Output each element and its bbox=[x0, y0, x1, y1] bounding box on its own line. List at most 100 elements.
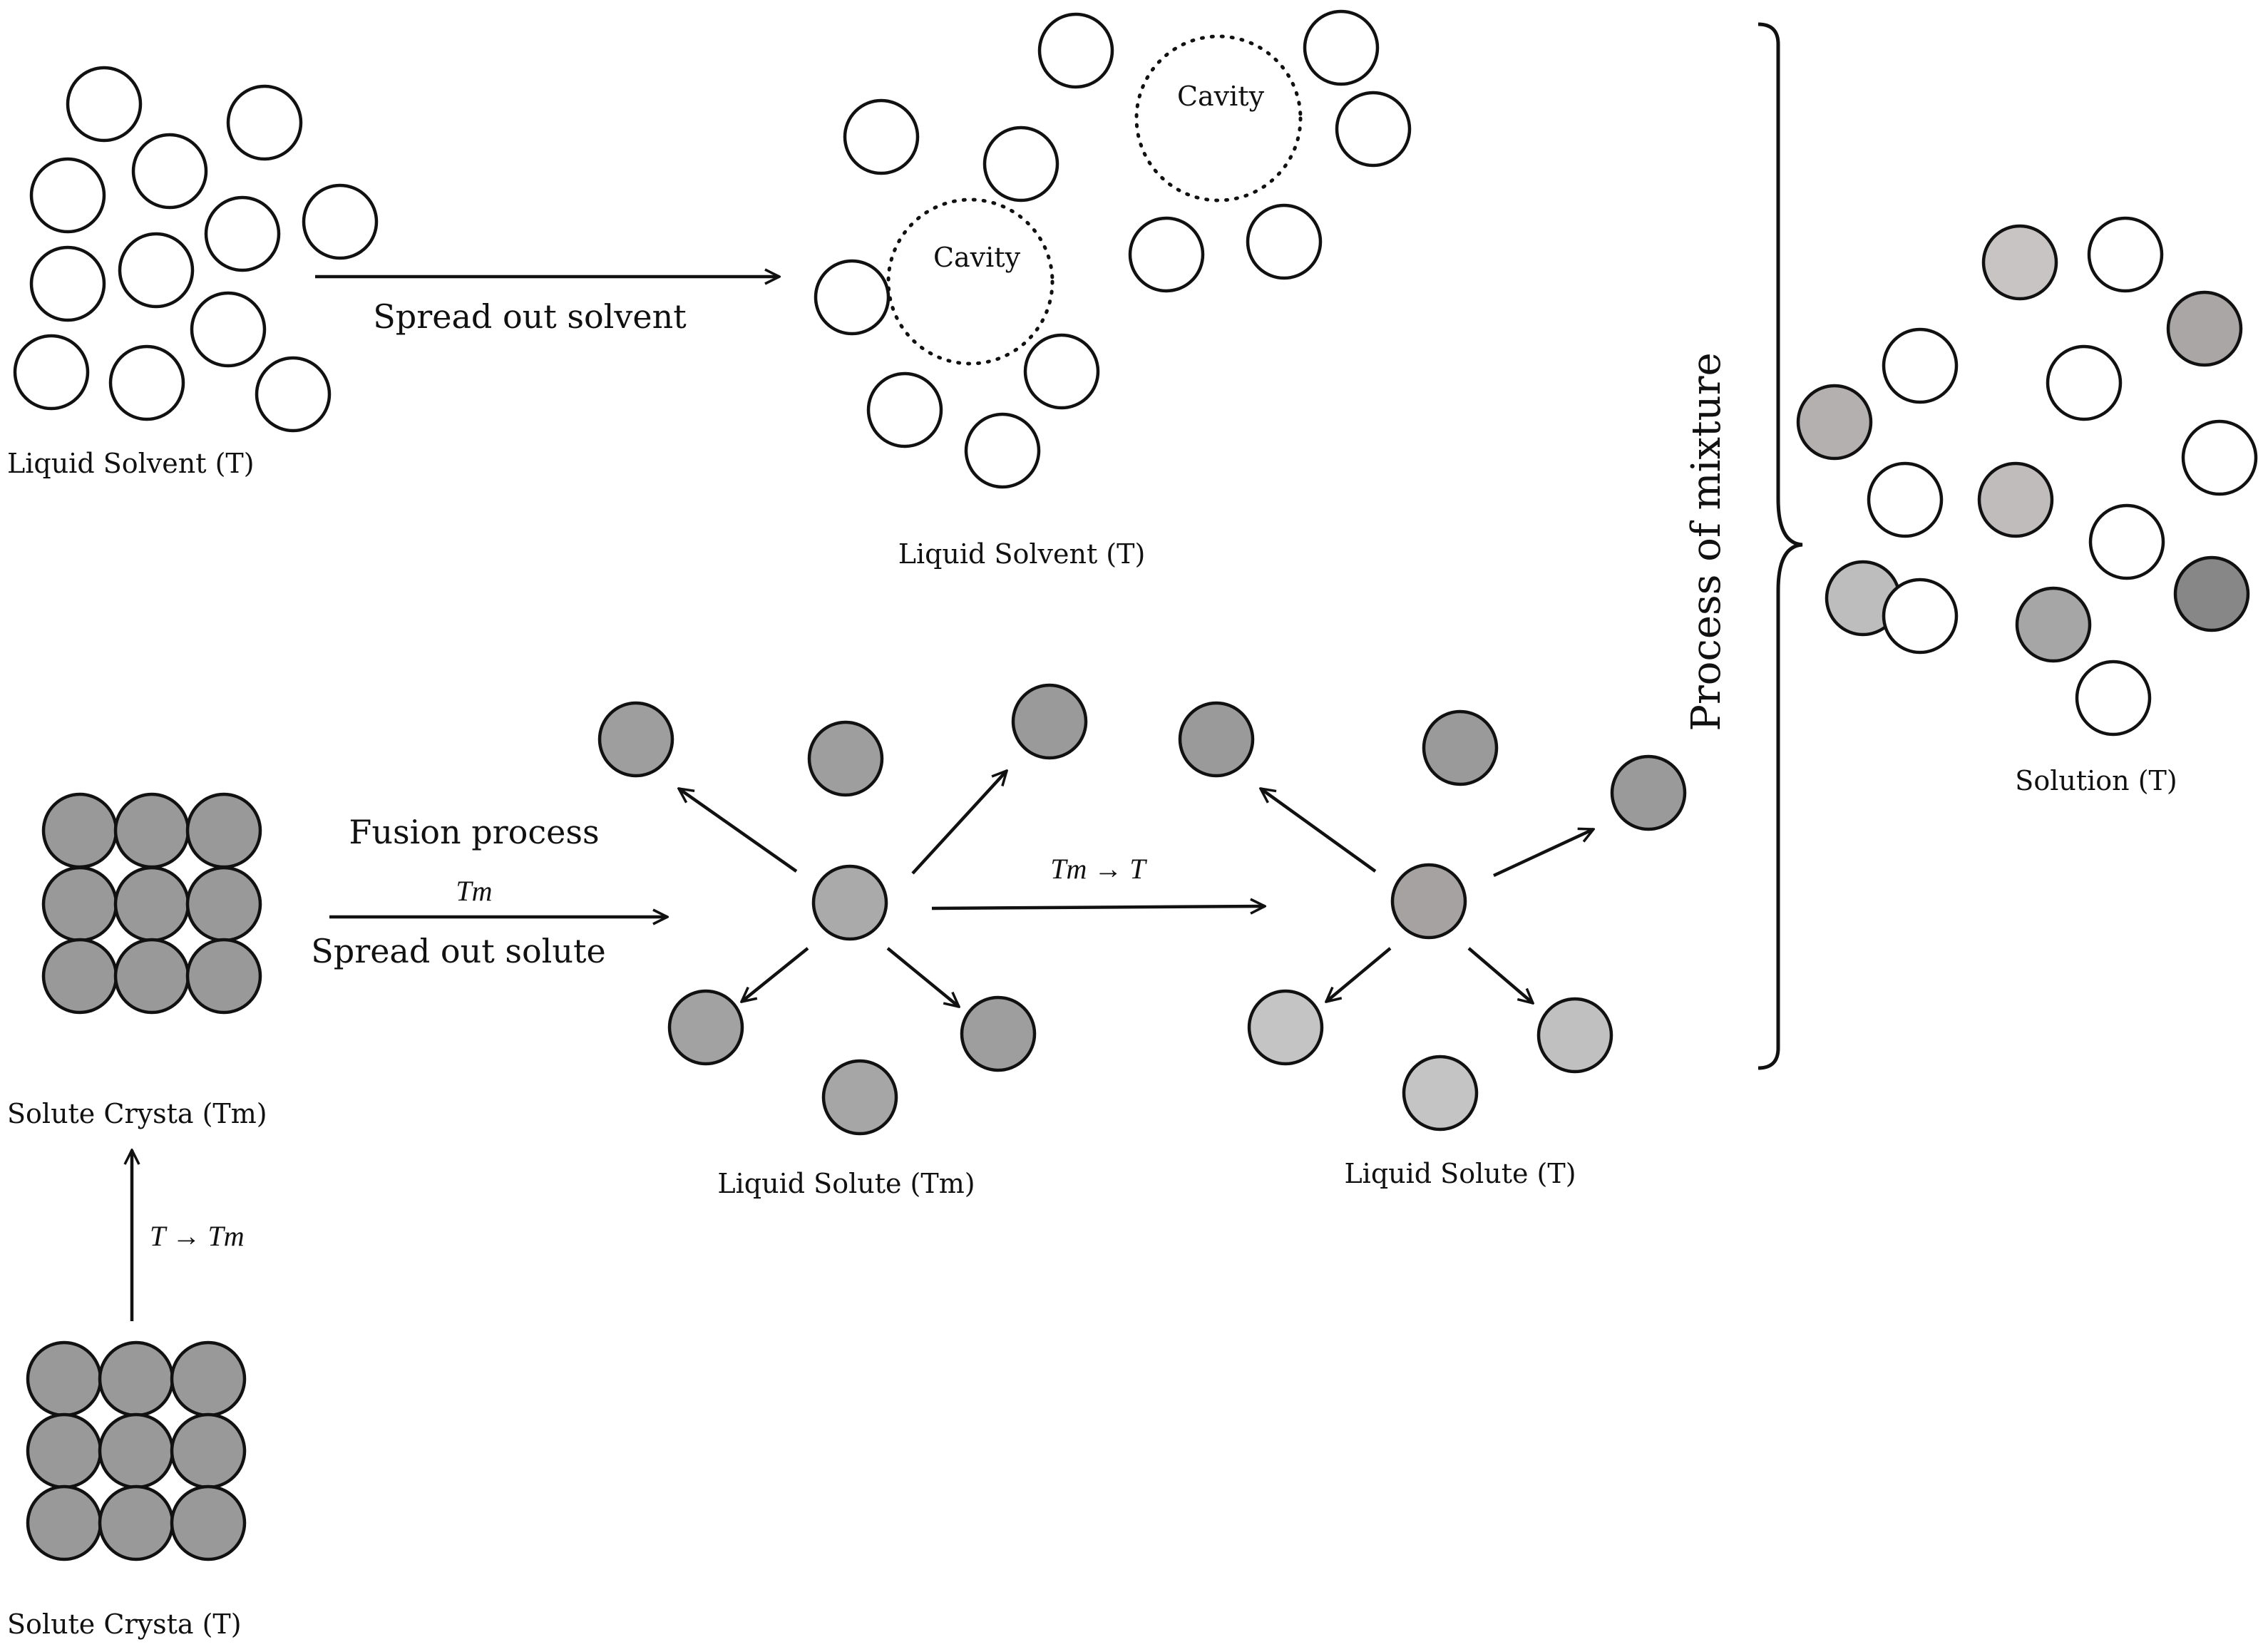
solute-molecule bbox=[2015, 586, 2092, 663]
solvent-molecule bbox=[1128, 216, 1205, 293]
solvent-molecule bbox=[2046, 344, 2123, 421]
solvent-molecule bbox=[66, 66, 143, 143]
dispersion-arrow bbox=[1261, 789, 1377, 873]
liquid-solute-molecule bbox=[1536, 997, 1613, 1074]
liquid-solute-molecule bbox=[1422, 709, 1499, 786]
cavity-outline bbox=[886, 197, 1054, 366]
solute-crystal-molecule bbox=[98, 1412, 175, 1489]
solvent-molecule bbox=[964, 412, 1041, 489]
heating-transition-label: T → Tm bbox=[150, 1220, 245, 1252]
cavity-outline bbox=[1134, 34, 1303, 202]
solution-label: Solution (T) bbox=[2015, 765, 2177, 796]
fusion-temperature-label: Tm bbox=[456, 875, 492, 907]
cavity-label-upper: Cavity bbox=[1177, 81, 1265, 112]
solvent-molecule bbox=[1882, 327, 1959, 404]
liquid-solute-tm-arrows bbox=[679, 771, 1007, 1007]
solute-crystal-molecule bbox=[113, 938, 190, 1015]
solvent-molecule bbox=[814, 259, 891, 336]
solvent-molecule bbox=[843, 98, 920, 175]
liquid-solute-molecule bbox=[807, 720, 884, 797]
solute-crystal-molecule bbox=[41, 792, 118, 869]
spread-solvent-cluster bbox=[814, 9, 1412, 489]
solute-crystal-molecule bbox=[26, 1412, 103, 1489]
liquid-solute-t-label: Liquid Solute (T) bbox=[1344, 1158, 1576, 1189]
liquid-solute-t-arrows bbox=[1261, 789, 1594, 1003]
liquid-solvent-right-label: Liquid Solvent (T) bbox=[898, 538, 1146, 570]
solute-crystal-molecule bbox=[170, 1412, 247, 1489]
solvent-molecule bbox=[866, 371, 943, 448]
cavity-label-lower: Cavity bbox=[933, 242, 1021, 273]
spread-out-solvent-label: Spread out solvent bbox=[373, 297, 687, 336]
spread-out-solute-label: Spread out solute bbox=[311, 932, 605, 970]
solvent-molecule bbox=[1867, 461, 1944, 538]
solute-crystal-t-label: Solute Crysta (T) bbox=[7, 1609, 242, 1640]
solute-crystal-molecule bbox=[41, 866, 118, 943]
mixture-brace bbox=[1757, 22, 1803, 1070]
solute-molecule bbox=[1977, 461, 2054, 538]
solute-molecule bbox=[1796, 384, 1873, 461]
dispersion-arrow bbox=[1326, 947, 1392, 1002]
solvent-molecule bbox=[108, 344, 185, 421]
solute-crystal-molecule bbox=[185, 866, 262, 943]
solvent-molecule bbox=[131, 133, 208, 210]
solute-crystal-molecule bbox=[185, 792, 262, 869]
solution-cluster bbox=[1796, 216, 2258, 737]
cooling-transition-label: Tm → T bbox=[1050, 853, 1147, 885]
liquid-solute-molecule bbox=[1247, 989, 1324, 1066]
liquid-solute-t-cluster bbox=[1178, 701, 1687, 1132]
liquid-solute-molecule bbox=[1402, 1055, 1479, 1132]
solvent-molecule bbox=[302, 183, 379, 260]
solvent-molecule bbox=[1335, 91, 1412, 168]
solvent-molecule bbox=[1246, 203, 1323, 280]
liquid-solute-molecule bbox=[960, 995, 1037, 1072]
solvent-molecule bbox=[190, 291, 267, 368]
solute-crystal-molecule bbox=[113, 792, 190, 869]
liquid-solute-tm-cluster bbox=[597, 683, 1088, 1136]
dispersion-arrow bbox=[1493, 829, 1594, 878]
cooling-arrow bbox=[931, 906, 1265, 908]
dispersion-arrow bbox=[1467, 947, 1533, 1003]
dispersion-arrow bbox=[886, 947, 959, 1007]
liquid-solute-molecule bbox=[1178, 701, 1255, 778]
liquid-solvent-left-label: Liquid Solvent (T) bbox=[7, 448, 255, 479]
solvent-molecule bbox=[118, 232, 195, 309]
solvent-molecule bbox=[2087, 216, 2164, 293]
liquid-solute-molecule bbox=[821, 1059, 898, 1136]
solute-crystal-molecule bbox=[185, 938, 262, 1015]
liquid-solute-molecule bbox=[1610, 754, 1687, 831]
solvent-molecule bbox=[255, 356, 332, 433]
dispersion-arrow bbox=[679, 789, 798, 873]
solvent-molecule bbox=[1303, 9, 1380, 86]
solute-crystal-molecule bbox=[170, 1484, 247, 1561]
solute-molecule bbox=[2173, 555, 2250, 632]
solvent-molecule bbox=[982, 125, 1059, 202]
solvent-molecule bbox=[2088, 503, 2165, 580]
liquid-solvent-cluster bbox=[13, 66, 379, 433]
fusion-process-label: Fusion process bbox=[349, 813, 599, 851]
liquid-solute-molecule bbox=[1011, 683, 1088, 760]
solute-crystal-molecule bbox=[26, 1340, 103, 1417]
solvent-molecule bbox=[1037, 12, 1114, 89]
solute-crystal-molecule bbox=[170, 1340, 247, 1417]
liquid-solute-tm-label: Liquid Solute (Tm) bbox=[717, 1168, 975, 1199]
liquid-solute-molecule bbox=[597, 701, 674, 778]
solvent-molecule bbox=[29, 245, 106, 322]
liquid-solute-molecule-center bbox=[1390, 863, 1467, 940]
solvent-molecule bbox=[2075, 660, 2152, 737]
solvent-molecule bbox=[1023, 333, 1100, 410]
solute-crystal-molecule bbox=[98, 1484, 175, 1561]
liquid-solute-molecule bbox=[667, 989, 744, 1066]
solute-molecule bbox=[2166, 290, 2243, 367]
solute-crystal-molecule bbox=[98, 1340, 175, 1417]
solute-molecule bbox=[1981, 224, 2058, 301]
process-of-mixture-label: Process of mixture bbox=[1683, 352, 1730, 731]
solvent-molecule bbox=[29, 157, 106, 234]
solute-crystal-molecule bbox=[26, 1484, 103, 1561]
solute-crystal-tm-grid bbox=[41, 792, 262, 1015]
dispersion-arrow bbox=[741, 947, 809, 1002]
liquid-solute-molecule-center bbox=[811, 864, 888, 941]
solvent-molecule bbox=[204, 195, 281, 272]
solvent-molecule bbox=[1882, 578, 1959, 655]
solvent-molecule bbox=[2181, 419, 2258, 496]
